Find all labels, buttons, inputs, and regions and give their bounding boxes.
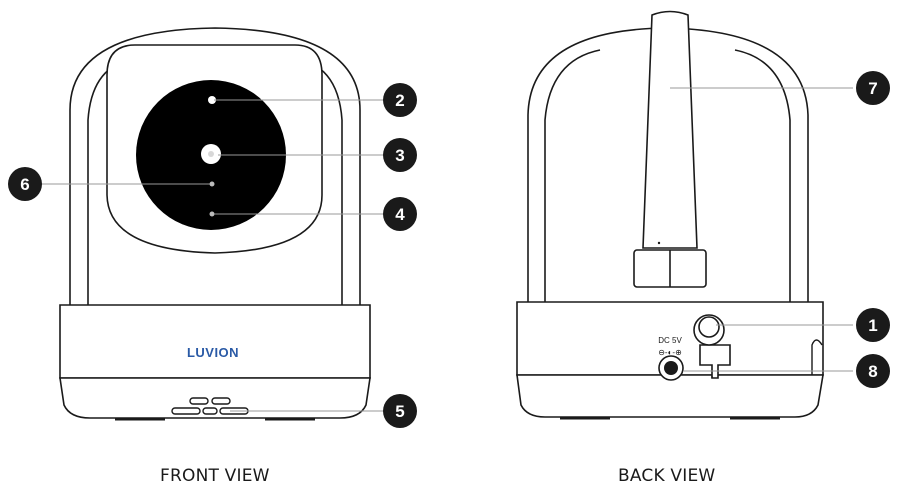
callout-6: 6 (8, 167, 42, 201)
back-head-inner (544, 49, 791, 302)
leader-lines (40, 87, 853, 412)
svg-text:4: 4 (395, 205, 405, 224)
dc-socket (658, 355, 684, 381)
callout-3: 3 (383, 138, 417, 172)
callout-2: 2 (383, 83, 417, 117)
svg-text:8: 8 (868, 362, 877, 381)
brand-label: LUVION (187, 345, 239, 360)
svg-text:7: 7 (868, 79, 877, 98)
callout-7: 7 (856, 71, 890, 105)
svg-text:1: 1 (868, 316, 877, 335)
back-view-caption: BACK VIEW (618, 466, 716, 486)
mic-dot-6 (209, 181, 215, 187)
antenna (633, 10, 707, 288)
svg-text:6: 6 (20, 175, 29, 194)
callout-8: 8 (856, 354, 890, 388)
ir-dot-4 (209, 211, 215, 217)
callout-4: 4 (383, 197, 417, 231)
callout-5: 5 (383, 394, 417, 428)
antenna-pin (657, 241, 661, 245)
back-cable-clip (811, 339, 823, 375)
svg-text:5: 5 (395, 402, 404, 421)
lens-dot-3-center (208, 151, 214, 157)
speaker-grille (171, 397, 249, 415)
reset-knob (693, 314, 731, 379)
back-base-lower (516, 374, 824, 418)
callout-1: 1 (856, 308, 890, 342)
front-view-caption: FRONT VIEW (160, 466, 270, 486)
polarity-symbol: ⊖-◐-⊕ (658, 348, 682, 357)
front-base (59, 304, 371, 379)
sensor-dot-2 (208, 96, 216, 104)
power-label: DC 5V (658, 336, 682, 345)
svg-text:2: 2 (395, 91, 404, 110)
svg-text:3: 3 (395, 146, 404, 165)
